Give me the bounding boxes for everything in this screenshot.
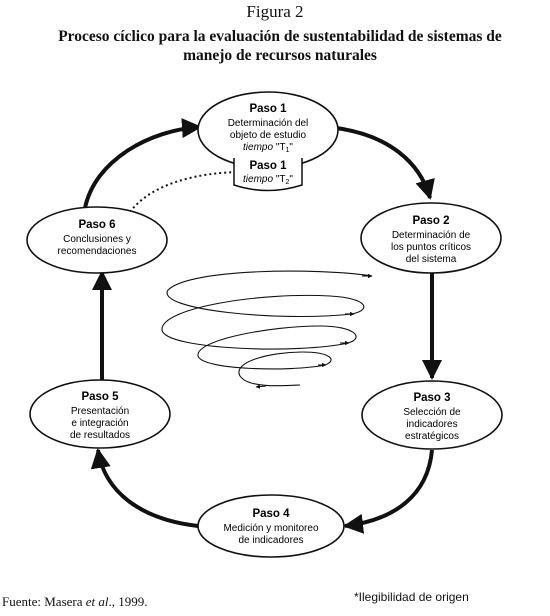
paso-1-time-code: "T: [276, 142, 286, 153]
paso-4-node: Paso 4 Medición y monitoreo de indicador…: [197, 494, 345, 558]
paso-6-node: Paso 6 Conclusiones y recomendaciones: [26, 206, 168, 274]
paso-1-time: tiempo "T1": [243, 142, 293, 154]
paso-6-heading: Paso 6: [78, 219, 115, 231]
paso-3-heading: Paso 3: [413, 392, 450, 404]
paso-2-line-1: Determinación de: [392, 230, 471, 241]
paso-6-line-2: recomendaciones: [58, 246, 137, 257]
paso-4-line-2: de indicadores: [238, 535, 303, 546]
paso-1-node: Paso 1 Determinación del objeto de estud…: [197, 91, 339, 169]
paso-3-line-1: Selección de: [403, 407, 461, 418]
arrow-paso1-to-paso2: [335, 126, 435, 200]
paso-1-repeat-time-code: "T: [276, 174, 286, 185]
paso-5-line-3: de resultados: [70, 430, 130, 441]
figure-label: Figura 2: [246, 2, 304, 21]
source-prefix: Fuente: Masera: [2, 594, 86, 609]
paso-1-repeat-time-end: ": [289, 174, 293, 185]
paso-2-node: Paso 2 Determinación de los puntos críti…: [360, 202, 502, 274]
arrow-paso6-to-paso1: [83, 118, 202, 209]
source-italic: et al: [85, 594, 109, 609]
paso-1-repeat-time-word: tiempo: [243, 174, 273, 185]
paso-1-heading: Paso 1: [249, 103, 287, 115]
spiral-icon: [161, 270, 373, 387]
paso-3-line-2: indicadores: [406, 419, 457, 430]
arrow-paso3-to-paso4: [343, 449, 434, 534]
paso-1-repeat-heading: Paso 1: [249, 160, 287, 172]
paso-1-time-sub: 1: [286, 147, 290, 154]
paso-5-node: Paso 5 Presentación e integración de res…: [29, 379, 171, 449]
figure-title-line-1: Proceso cíclico para la evaluación de su…: [58, 28, 502, 45]
paso-4-line-1: Medición y monitoreo: [223, 523, 318, 534]
paso-3-node: Paso 3 Selección de indicadores estratég…: [361, 380, 503, 450]
arrow-paso6-to-paso1b-dotted: [129, 168, 245, 213]
figure-title: Proceso cíclico para la evaluación de su…: [10, 27, 550, 65]
paso-1-time-end: ": [289, 142, 293, 153]
paso-6-line-1: Conclusiones y: [63, 234, 131, 245]
paso-3-line-3: estratégicos: [405, 431, 459, 442]
paso-1-line-2: objeto de estudio: [230, 130, 307, 141]
paso-2-line-2: los puntos críticos: [391, 242, 471, 253]
spiral-arrow-5: [255, 384, 267, 389]
paso-1-line-1: Determinación del: [228, 118, 309, 129]
legibility-note: *Ilegibilidad de origen: [354, 590, 469, 604]
paso-4-heading: Paso 4: [252, 508, 290, 520]
paso-1-time-word: tiempo: [243, 142, 273, 153]
paso-1-repeat-time-sub: 2: [286, 179, 290, 186]
arrow-paso4-to-paso5: [90, 448, 199, 528]
paso-1-repeat-time: tiempo "T2": [243, 174, 293, 186]
source-citation: Fuente: Masera et al., 1999.: [2, 594, 148, 610]
paso-1-repeat-node: Paso 1 tiempo "T2": [233, 158, 303, 192]
paso-2-heading: Paso 2: [412, 215, 449, 227]
paso-5-line-1: Presentación: [71, 406, 129, 417]
paso-5-heading: Paso 5: [81, 391, 119, 403]
paso-5-line-2: e integración: [71, 418, 128, 429]
paso-2-line-3: del sistema: [406, 254, 457, 265]
source-suffix: ., 1999.: [108, 594, 148, 609]
figure-title-line-2: manejo de recursos naturales: [183, 47, 377, 64]
